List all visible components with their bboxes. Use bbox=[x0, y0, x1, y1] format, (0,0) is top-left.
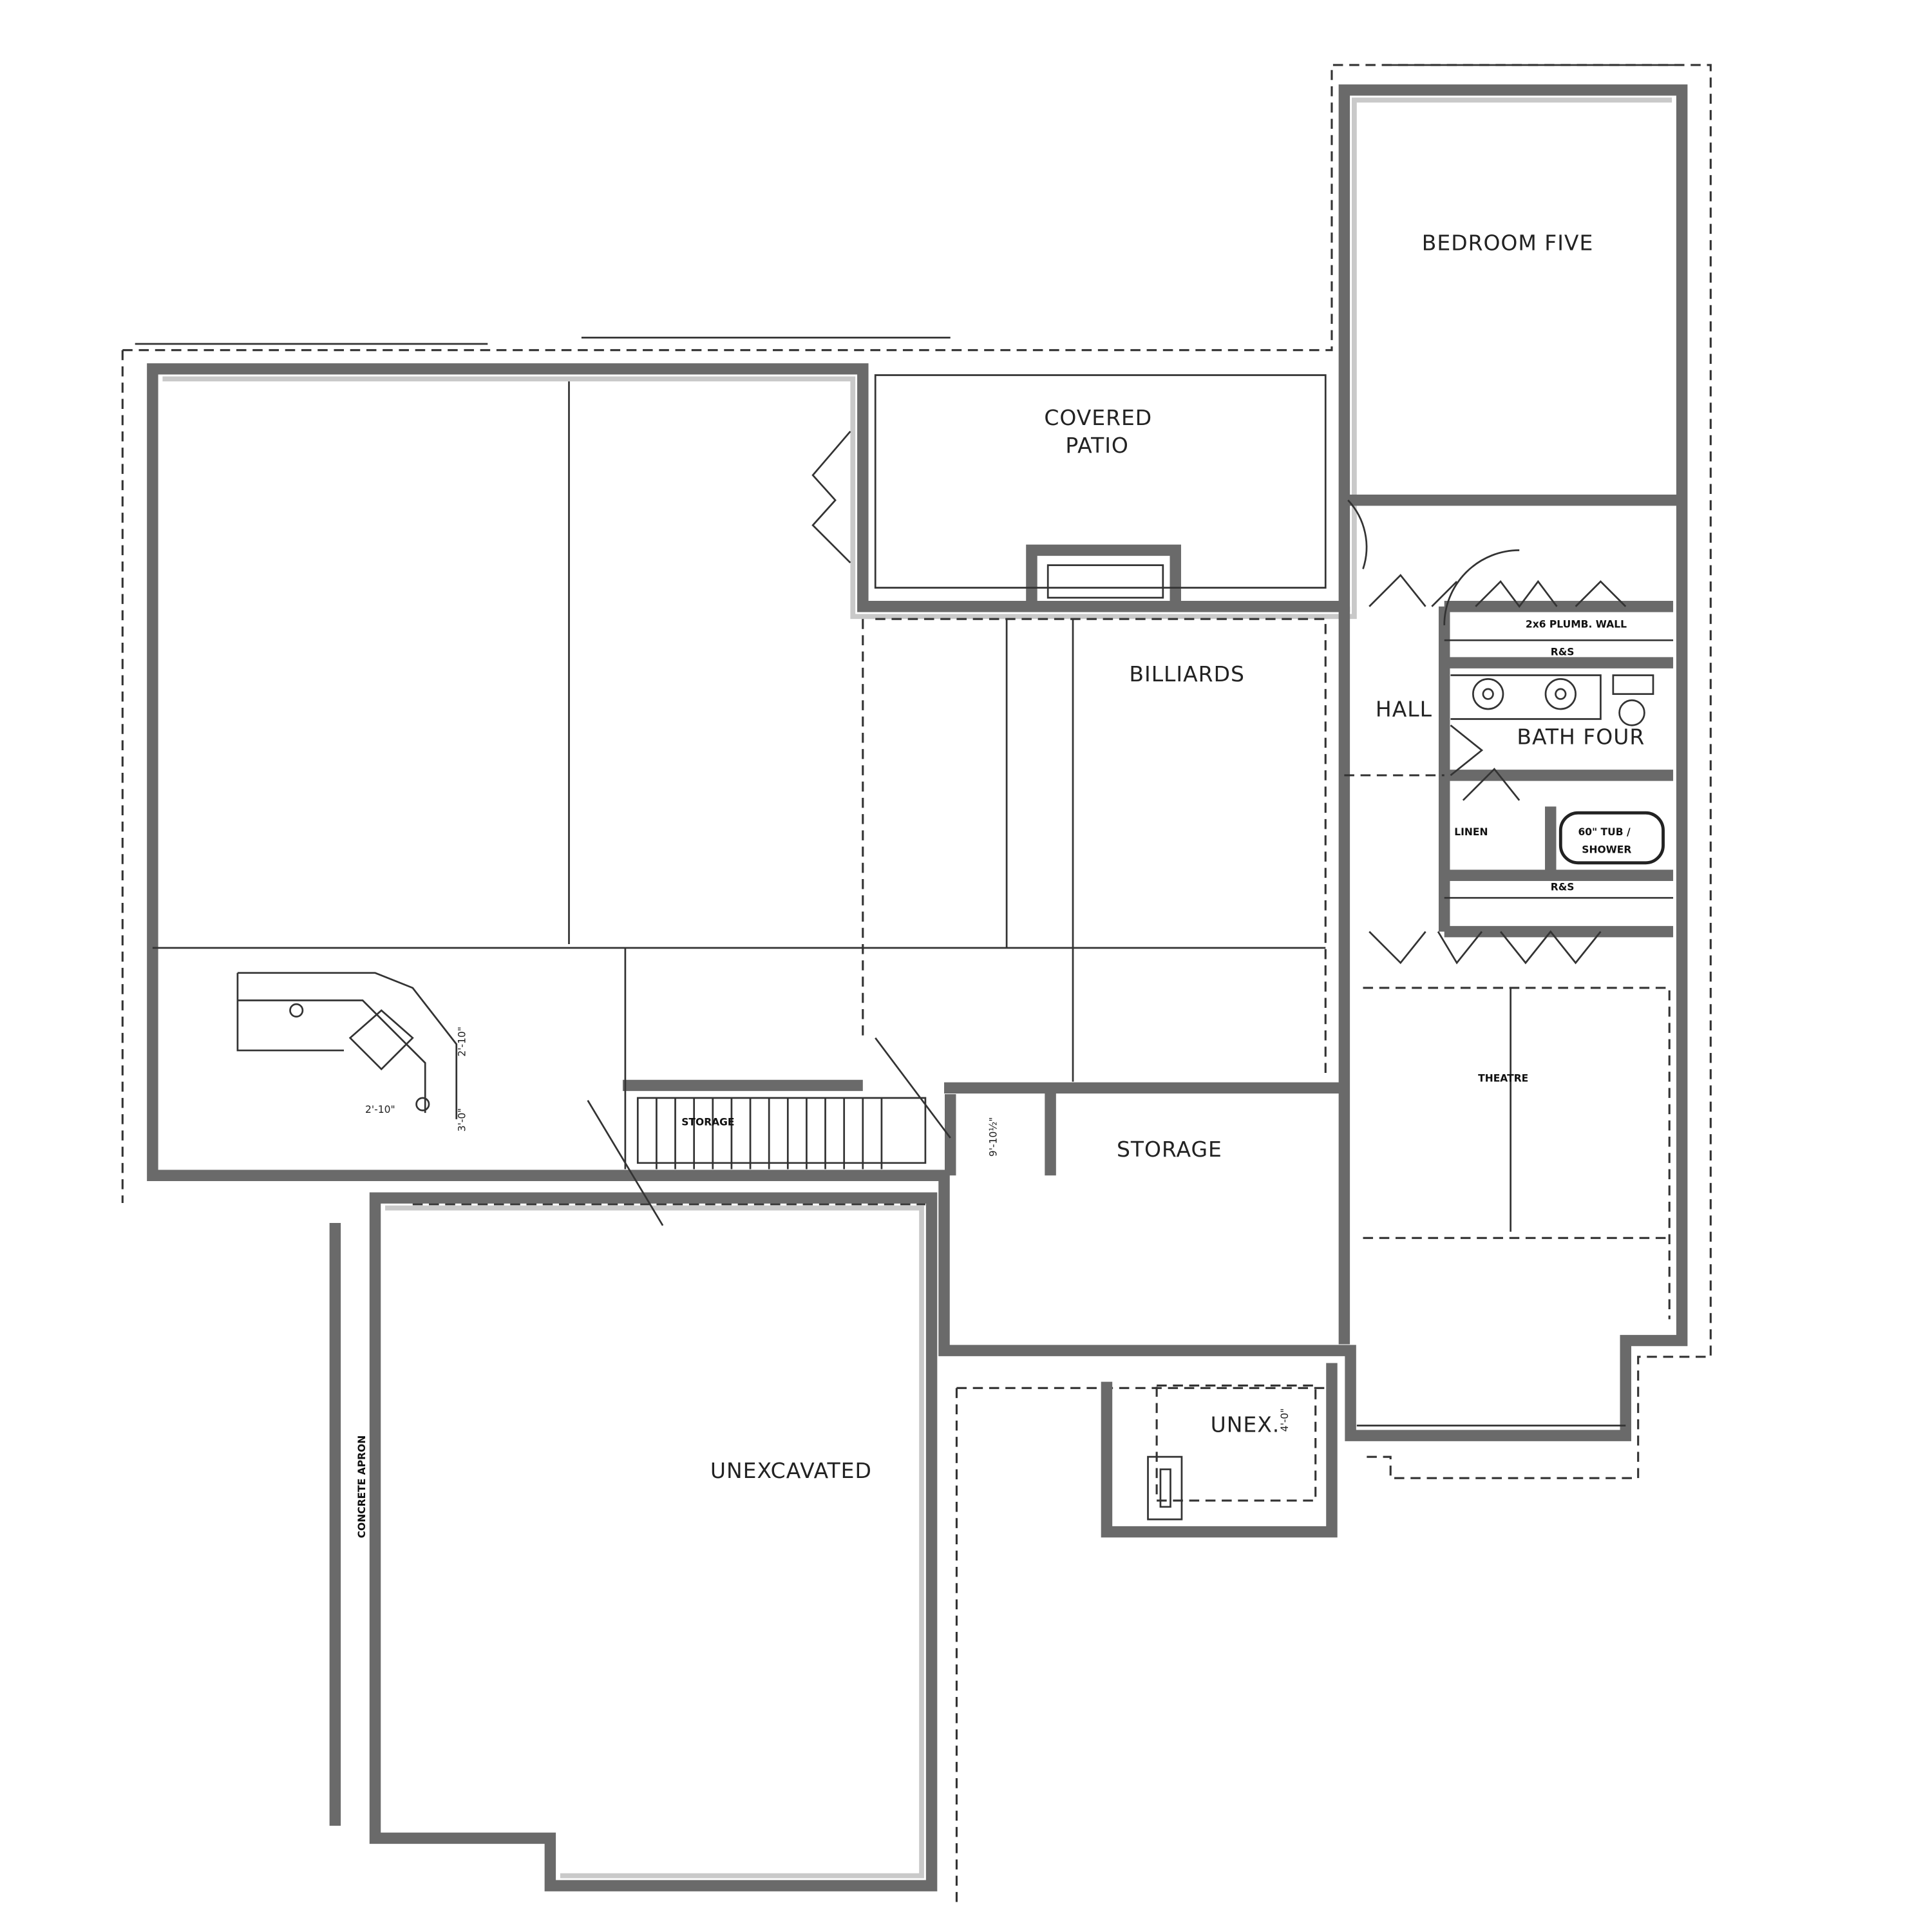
label-bedroom-five: BEDROOM FIVE bbox=[1422, 230, 1594, 255]
bath-fixtures bbox=[1450, 674, 1665, 865]
dim-bar-height: 3'-0" bbox=[456, 1108, 468, 1132]
dim-bar-width: 2'-10" bbox=[365, 1104, 395, 1115]
label-hall: HALL bbox=[1376, 697, 1432, 722]
label-unex: UNEX. bbox=[1211, 1412, 1280, 1437]
label-covered-patio-2: PATIO bbox=[1065, 433, 1129, 458]
ceiling-lines bbox=[152, 381, 1671, 1426]
label-unexcavated: UNEXCAVATED bbox=[710, 1458, 872, 1483]
doors bbox=[811, 431, 1627, 965]
note-shower: SHOWER bbox=[1582, 844, 1631, 855]
footing-lines bbox=[121, 64, 1712, 1908]
note-tub: 60" TUB / bbox=[1578, 826, 1630, 838]
dim-bar-depth: 2'-10" bbox=[456, 1027, 468, 1057]
label-bath-four: BATH FOUR bbox=[1517, 724, 1645, 749]
wet-bar bbox=[236, 972, 458, 1119]
note-plumb-wall: 2x6 PLUMB. WALL bbox=[1526, 619, 1627, 630]
interior-walls bbox=[622, 494, 1682, 1345]
tub-shower bbox=[1558, 811, 1665, 865]
stair bbox=[587, 1037, 951, 1226]
exterior-walls bbox=[147, 84, 1688, 1891]
note-rs-1: R&S bbox=[1551, 646, 1575, 658]
label-covered-patio: COVERED bbox=[1044, 405, 1152, 430]
note-linen: LINEN bbox=[1454, 826, 1488, 838]
label-billiards: BILLIARDS bbox=[1129, 661, 1244, 687]
label-theatre: THEATRE bbox=[1478, 1073, 1528, 1084]
dim-closet: 9'-10½" bbox=[988, 1117, 999, 1157]
dim-unex: 4'-0" bbox=[1279, 1408, 1291, 1432]
label-stair-storage: STORAGE bbox=[681, 1117, 734, 1128]
note-rs-2: R&S bbox=[1551, 882, 1575, 893]
patio-outline bbox=[874, 374, 1327, 589]
label-storage: STORAGE bbox=[1117, 1137, 1222, 1162]
label-concrete-apron: CONCRETE APRON bbox=[356, 1435, 368, 1539]
